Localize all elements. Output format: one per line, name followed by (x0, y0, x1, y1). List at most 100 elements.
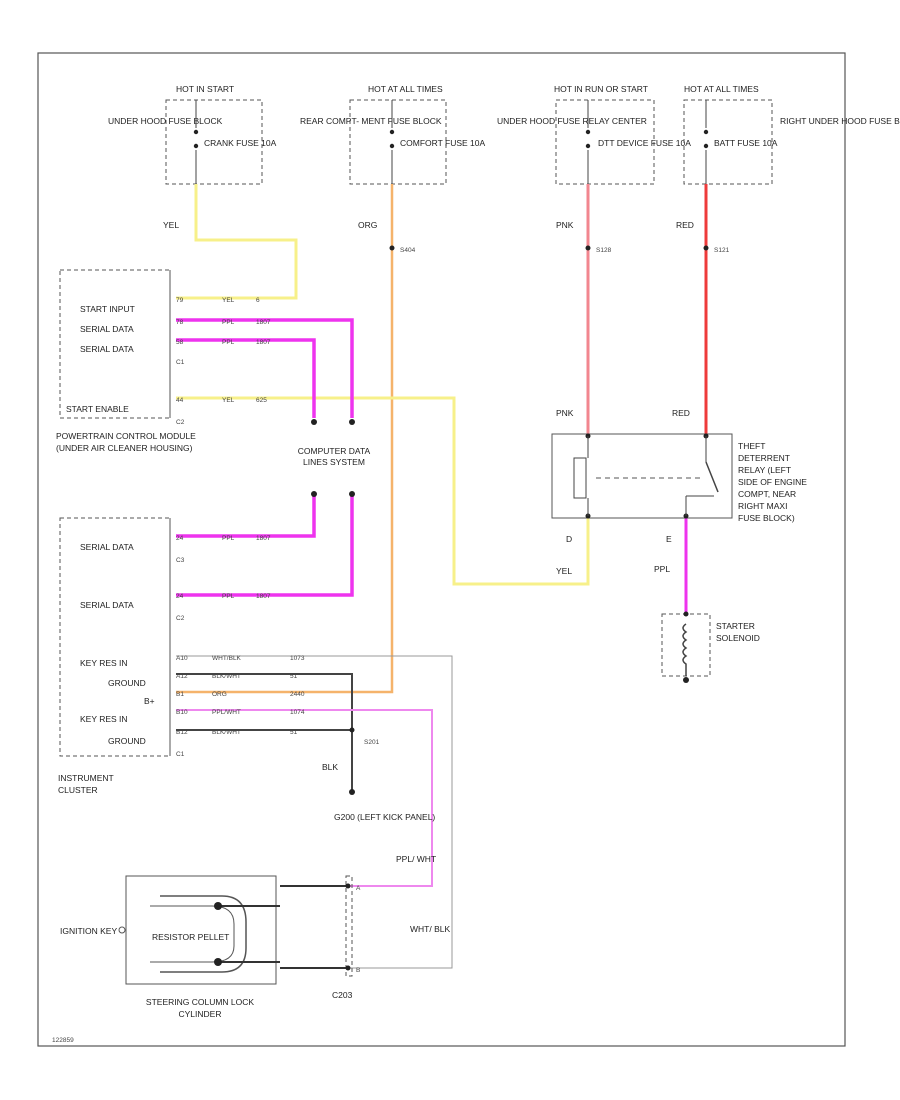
relay-name: THEFT DETERRENT RELAY (LEFT SIDE OF ENGI… (738, 441, 807, 523)
wire-wht-blk-label: WHT/ BLK (410, 924, 450, 934)
fuse-crank-location: UNDER HOOD FUSE BLOCK (108, 116, 223, 126)
pcm-pin-78: 78 (176, 319, 184, 326)
cluster-circuit-b1: 2440 (290, 691, 305, 698)
pcm-circuit-58: 1807 (256, 339, 271, 346)
wire-ppl-serial-1 (176, 318, 354, 418)
cluster-circuit-serial-2: 1807 (256, 593, 271, 600)
cluster-pin-serial-2: 24 (176, 593, 184, 600)
pcm-serial-data-2: SERIAL DATA (80, 344, 134, 354)
wire-pnk-label: PNK (556, 220, 574, 230)
ground-g200: G200 (LEFT KICK PANEL) (334, 812, 435, 822)
cluster-conn-c3: C3 (176, 557, 185, 564)
fuse-crank-hot: HOT IN START (176, 84, 234, 94)
pcm-serial-data-1: SERIAL DATA (80, 324, 134, 334)
cluster-name: INSTRUMENT CLUSTER (58, 773, 114, 795)
diagram-frame (37, 52, 846, 1047)
splice-s128: S128 (596, 247, 612, 254)
cluster-pin-serial-1: 24 (176, 535, 184, 542)
steering-column-lock-cylinder: IGNITION KEY RESISTOR PELLET STEERING CO… (60, 875, 280, 1019)
pcm-wire-58: PPL (222, 339, 235, 346)
fuse-comfort-hot: HOT AT ALL TIMES (368, 84, 443, 94)
starter-name: STARTER SOLENOID (716, 621, 760, 643)
relay-coil (573, 457, 587, 499)
wire-ppl-label-starter: PPL (654, 564, 670, 574)
cluster-pin-b12: B12 (176, 729, 188, 736)
ignition-key: IGNITION KEY (60, 926, 117, 936)
fuse-comfort-name: COMFORT FUSE 10A (400, 138, 486, 148)
wire-ppl-serial-4 (176, 496, 354, 597)
splice-s201: S201 (364, 739, 380, 746)
cluster-circuit-a10: 1073 (290, 655, 305, 662)
computer-data-lines-system: COMPUTER DATA LINES SYSTEM (297, 446, 371, 467)
pcm-pin-44: 44 (176, 397, 184, 404)
pcm-start-input: START INPUT (80, 304, 135, 314)
fuse-comfort-location: REAR COMPT- MENT FUSE BLOCK (300, 116, 442, 126)
wire-yel-label-1: YEL (163, 220, 179, 230)
cluster-wire-a12: BLK/WHT (212, 673, 241, 680)
cluster-wire-serial-1: PPL (222, 535, 235, 542)
theft-deterrent-relay: THEFT DETERRENT RELAY (LEFT SIDE OF ENGI… (551, 433, 807, 523)
wire-ppl-wht-key-res (176, 709, 433, 887)
pcm-circuit-79: 6 (256, 297, 260, 304)
relay-terminal-d: D (566, 534, 572, 544)
wire-yel-start-input (176, 184, 298, 300)
splice-s121: S121 (714, 247, 730, 254)
starter-solenoid: STARTER SOLENOID (661, 611, 760, 683)
cluster-wire-b10: PPL/WHT (212, 709, 241, 716)
wire-yel-start-enable (176, 396, 590, 586)
splice-s404: S404 (400, 247, 416, 254)
connector-c203: C203 (332, 990, 353, 1000)
fuse-crank: HOT IN START UNDER HOOD FUSE BLOCK CRANK… (108, 84, 277, 185)
pcm-wire-78: PPL (222, 319, 235, 326)
cluster-c1: C1 (176, 751, 185, 758)
pcm-c2: C2 (176, 419, 185, 426)
cluster-wire-b1: ORG (212, 691, 227, 698)
pcm-pin-58: 58 (176, 339, 184, 346)
fuse-dtt-location: UNDER HOOD FUSE RELAY CENTER (497, 116, 647, 126)
pcm-wire-44: YEL (222, 397, 235, 404)
pcm-wire-79: YEL (222, 297, 235, 304)
cluster-circuit-b12: 51 (290, 729, 298, 736)
wire-org-bplus (176, 184, 394, 694)
cluster-key-res-in-2: KEY RES IN (80, 714, 128, 724)
cluster-pin-b10: B10 (176, 709, 188, 716)
cluster-pin-a10: A10 (176, 655, 188, 662)
wire-ppl-serial-3 (176, 496, 316, 538)
pcm-circuit-78: 1807 (256, 319, 271, 326)
diagram-code: 122859 (52, 1037, 74, 1044)
relay-terminal-e: E (666, 534, 672, 544)
pcm-start-enable: START ENABLE (66, 404, 129, 414)
pcm-c1: C1 (176, 359, 185, 366)
fuse-comfort: HOT AT ALL TIMES REAR COMPT- MENT FUSE B… (300, 84, 486, 185)
cluster-circuit-serial-1: 1807 (256, 535, 271, 542)
fuse-batt-location: RIGHT UNDER HOOD FUSE BLOCK (780, 116, 900, 126)
instrument-cluster: SERIAL DATA 24 PPL 1807 C3 SERIAL DATA 2… (58, 517, 305, 795)
cluster-bplus: B+ (144, 696, 155, 706)
cluster-serial-data-2: SERIAL DATA (80, 600, 134, 610)
fuse-dtt-name: DTT DEVICE FUSE 10A (598, 138, 691, 148)
wire-blk-label: BLK (322, 762, 338, 772)
cluster-wire-serial-2: PPL (222, 593, 235, 600)
c203-pin-b: B (356, 967, 360, 974)
cluster-wire-b12: BLK/WHT (212, 729, 241, 736)
fuse-crank-name: CRANK FUSE 10A (204, 138, 277, 148)
pcm-pin-79: 79 (176, 297, 184, 304)
wire-blk-ground-1 (176, 673, 353, 790)
cluster-wire-a10: WHT/BLK (212, 655, 242, 662)
wire-wht-blk-key-res (176, 655, 453, 969)
powertrain-control-module: START INPUT SERIAL DATA SERIAL DATA STAR… (56, 269, 271, 453)
wire-org-label: ORG (358, 220, 377, 230)
resistor-pellet: RESISTOR PELLET (152, 932, 229, 942)
wire-ppl-wht-label: PPL/ WHT (396, 854, 436, 864)
wire-red-label: RED (676, 220, 694, 230)
fuse-dtt-hot: HOT IN RUN OR START (554, 84, 648, 94)
c203-pin-a: A (356, 885, 361, 892)
wire-pnk-label-relay: PNK (556, 408, 574, 418)
cluster-circuit-b10: 1074 (290, 709, 305, 716)
cluster-ground-1: GROUND (108, 678, 146, 688)
wire-red-label-relay: RED (672, 408, 690, 418)
fuse-batt-name: BATT FUSE 10A (714, 138, 778, 148)
cluster-serial-data-1: SERIAL DATA (80, 542, 134, 552)
wire-ppl-serial-2 (176, 338, 316, 418)
